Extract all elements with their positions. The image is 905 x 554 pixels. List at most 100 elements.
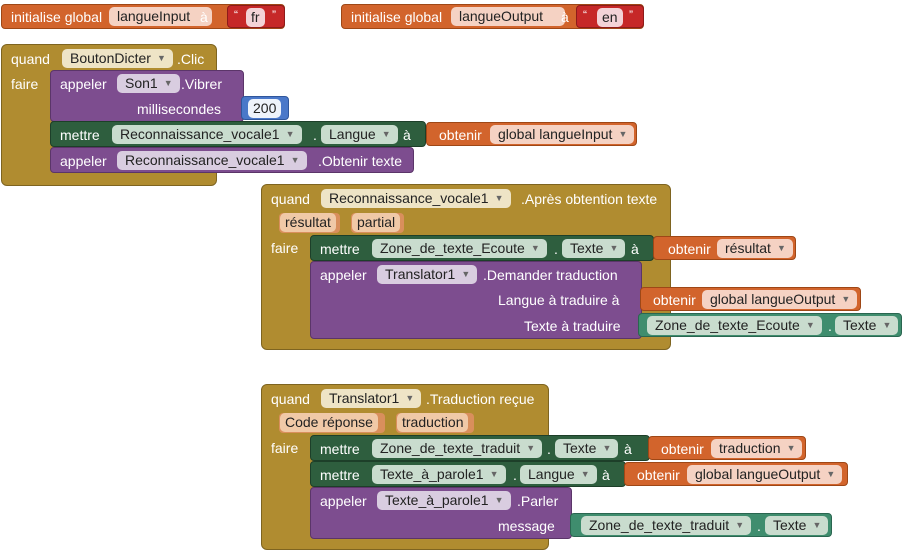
property-name: Langue (329, 126, 376, 142)
appeler-label: appeler (60, 76, 107, 92)
component-selector[interactable]: Zone_de_texte_traduit ▼ (581, 516, 752, 535)
variable-selector[interactable]: résultat▼ (717, 239, 793, 258)
number-block[interactable]: 200 (241, 96, 289, 120)
property-name: Langue (528, 466, 575, 482)
chevron-down-icon: ▼ (777, 243, 786, 253)
component-selector[interactable]: Reconnaissance_vocale1▼ (112, 125, 302, 144)
get-global-langueOutput[interactable]: obtenir global langueOutput▼ (640, 287, 861, 311)
dot-label: . (547, 441, 551, 457)
component-selector[interactable]: Texte_à_parole1▼ (372, 465, 506, 484)
setter-reconnaissance-langue[interactable]: mettre Reconnaissance_vocale1▼ . Langue▼… (50, 121, 426, 147)
component-selector[interactable]: Translator1 ▼ (321, 389, 422, 408)
variable-name: global langueOutput (695, 466, 821, 482)
variable-name: traduction (719, 440, 781, 456)
text-block-fr[interactable]: “ fr ” (227, 5, 285, 28)
chevron-down-icon: ▼ (290, 155, 300, 165)
faire-label: faire (271, 240, 299, 256)
component-selector[interactable]: Translator1▼ (377, 265, 478, 284)
method-call-son1-vibrer[interactable]: appeler Son1▼ .Vibrer millisecondes (50, 70, 244, 122)
param-label: millisecondes (137, 101, 222, 117)
chevron-down-icon: ▼ (841, 294, 851, 304)
number-value[interactable]: 200 (248, 99, 282, 118)
quote-icon: ” (629, 8, 633, 22)
component-selector[interactable]: BoutonDicter ▼ (62, 49, 173, 68)
property-selector[interactable]: Texte▼ (555, 439, 619, 458)
get-global-langueOutput[interactable]: obtenir global langueOutput▼ (624, 462, 848, 486)
global-name-field[interactable]: langueOutput (451, 7, 566, 26)
component-selector[interactable]: Zone_de_texte_Ecoute▼ (647, 316, 822, 335)
quand-label: quand (271, 191, 310, 207)
param-partial: partial (352, 213, 401, 232)
a-label: à (631, 241, 639, 257)
chevron-down-icon: ▼ (526, 443, 536, 453)
method-name: .Vibrer (181, 76, 222, 92)
property-selector[interactable]: Texte▼ (835, 316, 899, 335)
setter-zone-ecoute-texte[interactable]: mettre Zone_de_texte_Ecoute▼ . Texte▼ à (310, 235, 654, 261)
variable-selector[interactable]: global langueOutput ▼ (702, 290, 858, 309)
string-value-fr[interactable]: fr (246, 8, 265, 27)
a-label: à (561, 9, 569, 25)
param-label-langue: Langue à traduire à (498, 292, 620, 308)
quote-icon: ” (272, 8, 276, 22)
variable-name: global langueOutput (710, 291, 836, 307)
getter-zone-ecoute-texte[interactable]: Zone_de_texte_Ecoute▼ . Texte▼ (638, 313, 902, 337)
chevron-down-icon: ▼ (609, 243, 619, 253)
property-selector[interactable]: Texte▼ (765, 516, 829, 535)
mettre-label: mettre (60, 127, 100, 143)
variable-selector[interactable]: global langueOutput▼ (687, 465, 843, 484)
mettre-label: mettre (320, 467, 360, 483)
chevron-down-icon: ▼ (494, 193, 504, 203)
variable-selector[interactable]: traduction ▼ (711, 439, 803, 458)
event-name: .Clic (177, 51, 205, 67)
component-name: Translator1 (329, 390, 400, 406)
obtenir-label: obtenir (661, 441, 704, 457)
method-name: .Obtenir texte (318, 153, 403, 169)
component-name: Zone_de_texte_traduit (589, 517, 730, 533)
component-name: Son1 (125, 75, 158, 91)
chevron-down-icon: ▼ (461, 269, 471, 279)
component-selector[interactable]: Reconnaissance_vocale1▼ (321, 189, 511, 208)
param-resultat: résultat (280, 213, 336, 232)
method-call-translator-demander[interactable]: appeler Translator1▼ .Demander traductio… (310, 261, 642, 339)
component-selector[interactable]: Texte_à_parole1▼ (377, 491, 511, 510)
chevron-down-icon: ▼ (157, 53, 166, 63)
variable-name: global langueInput (498, 126, 613, 142)
faire-label: faire (271, 440, 299, 456)
chevron-down-icon: ▼ (405, 393, 415, 403)
event-name: .Après obtention texte (521, 191, 658, 207)
get-global-langueInput[interactable]: obtenir global langueInput▼ (426, 122, 637, 146)
component-name: Reconnaissance_vocale1 (120, 126, 280, 142)
chevron-down-icon: ▼ (735, 520, 745, 530)
setter-texte-a-parole-langue[interactable]: mettre Texte_à_parole1▼ . Langue▼ à (310, 461, 626, 487)
get-resultat[interactable]: obtenir résultat▼ (653, 236, 796, 260)
obtenir-label: obtenir (439, 127, 482, 143)
property-name: Texte (563, 440, 597, 456)
dot-label: . (554, 241, 558, 257)
property-selector[interactable]: Langue▼ (321, 125, 398, 144)
global-name-text: langueOutput (459, 8, 544, 24)
component-selector[interactable]: Reconnaissance_vocale1▼ (117, 151, 307, 170)
property-name: Texte (843, 317, 877, 333)
setter-zone-traduit-texte[interactable]: mettre Zone_de_texte_traduit▼ . Texte▼ à (310, 435, 650, 461)
getter-zone-traduit-texte[interactable]: Zone_de_texte_traduit ▼ . Texte▼ (570, 513, 832, 537)
chevron-down-icon: ▼ (786, 443, 796, 453)
component-selector[interactable]: Son1▼ (117, 74, 180, 93)
string-value-en[interactable]: en (597, 8, 623, 27)
text-block-en[interactable]: “ en ” (576, 5, 644, 28)
dot-label: . (757, 518, 761, 534)
component-name: BoutonDicter (70, 50, 151, 66)
property-selector[interactable]: Langue ▼ (520, 465, 597, 484)
get-traduction[interactable]: obtenir traduction ▼ (648, 436, 806, 460)
component-name: Zone_de_texte_traduit (380, 440, 521, 456)
param-traduction: traduction (397, 413, 469, 432)
a-label: à (602, 467, 610, 483)
property-selector[interactable]: Texte ▼ (562, 239, 626, 258)
property-name: Texte (570, 240, 604, 256)
global-name-field[interactable]: langueInput (109, 7, 213, 26)
chevron-down-icon: ▼ (580, 469, 590, 479)
variable-selector[interactable]: global langueInput▼ (490, 125, 635, 144)
component-selector[interactable]: Zone_de_texte_traduit ▼ (372, 439, 543, 458)
component-selector[interactable]: Zone_de_texte_Ecoute▼ (372, 239, 547, 258)
method-call-texte-a-parole-parler[interactable]: appeler Texte_à_parole1▼ .Parler message (310, 487, 572, 539)
method-call-reconnaissance-obtenir-texte[interactable]: appeler Reconnaissance_vocale1▼ .Obtenir… (50, 147, 414, 173)
